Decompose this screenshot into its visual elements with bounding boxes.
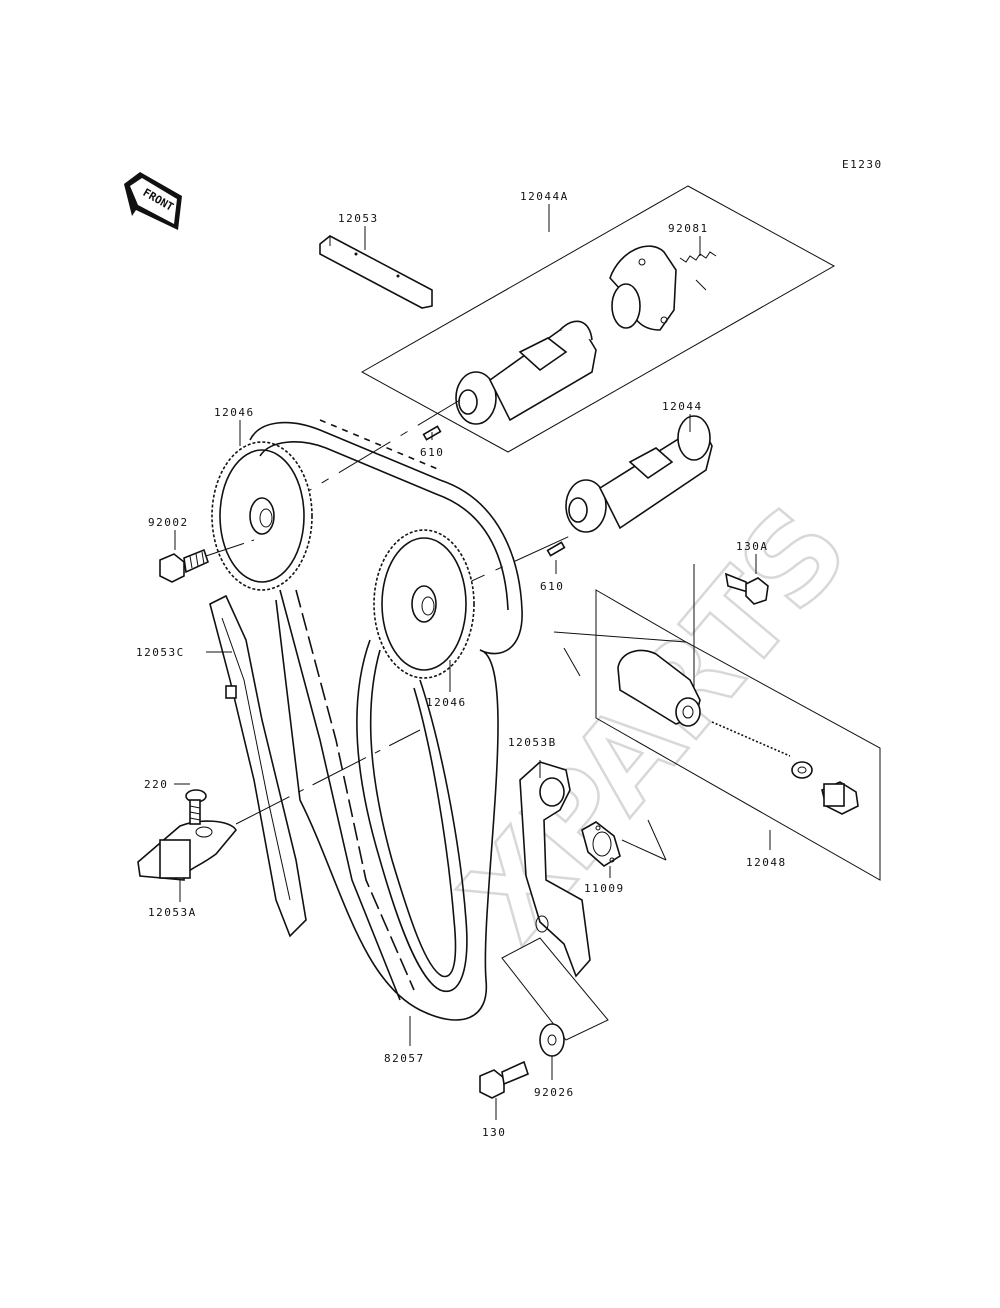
part-12044A-camshaft	[455, 320, 597, 425]
part-12053-chain-guide-top	[319, 235, 433, 309]
part-12053A-chain-guide	[137, 820, 237, 881]
label-12053C: 12053C	[136, 646, 185, 659]
label-130A: 130A	[736, 540, 769, 553]
diagram-code: E1230	[842, 158, 883, 171]
part-12053C-chain-guide	[209, 594, 307, 938]
part-82057-timing-chain	[249, 419, 523, 1021]
part-11009-gasket	[581, 821, 621, 867]
label-92002: 92002	[148, 516, 189, 529]
label-12048: 12048	[746, 856, 787, 869]
part-12046-sprocket-top	[211, 441, 313, 591]
watermark: XPARTS	[436, 481, 875, 967]
part-12046-sprocket-mid	[373, 529, 475, 679]
part-130A-bolt	[724, 572, 769, 605]
part-12053B-chain-guide	[519, 761, 591, 978]
tensioner-group-box	[595, 589, 881, 881]
label-610-mid: 610	[540, 580, 564, 593]
part-92081-spring	[679, 251, 717, 291]
part-12044-camshaft	[565, 415, 713, 533]
lower-bolt-box	[501, 937, 609, 1041]
front-arrow-icon: FRONT	[124, 172, 182, 230]
label-12046-mid: 12046	[426, 696, 467, 709]
label-12053: 12053	[338, 212, 379, 225]
label-12044A: 12044A	[520, 190, 569, 203]
part-12048-tensioner-assy	[617, 649, 859, 815]
part-cam-hub	[609, 245, 677, 331]
label-12046-top: 12046	[214, 406, 255, 419]
part-92002-bolt	[159, 548, 209, 583]
part-220-screw	[185, 789, 207, 825]
part-92026-washer	[539, 1023, 565, 1057]
label-12044: 12044	[662, 400, 703, 413]
label-92026: 92026	[534, 1086, 575, 1099]
label-82057: 82057	[384, 1052, 425, 1065]
label-12053B: 12053B	[508, 736, 557, 749]
label-92081: 92081	[668, 222, 709, 235]
label-11009: 11009	[584, 882, 625, 895]
part-610-dowel-mid	[546, 541, 566, 557]
label-12053A: 12053A	[148, 906, 197, 919]
label-130: 130	[482, 1126, 506, 1139]
camshaft-group-box	[360, 185, 836, 453]
label-610-top: 610	[420, 446, 444, 459]
label-220: 220	[144, 778, 168, 791]
part-130-bolt	[479, 1060, 529, 1099]
